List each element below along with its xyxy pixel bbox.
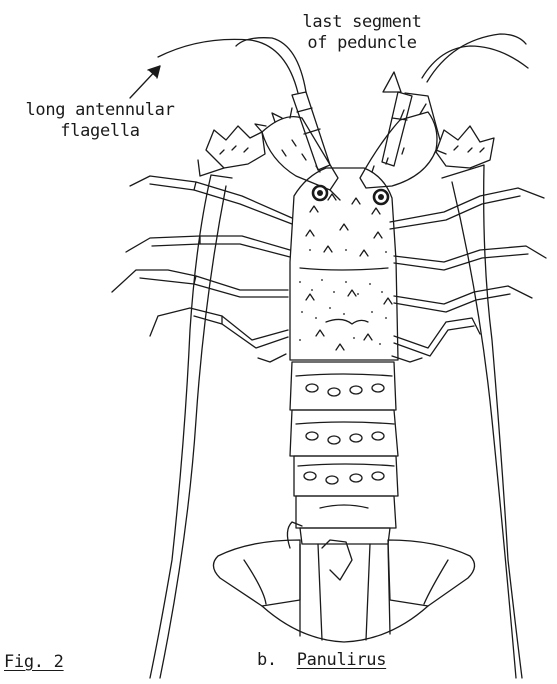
antennular-peduncle-right	[382, 72, 440, 166]
claw-right	[436, 126, 494, 168]
antenna-right	[442, 165, 522, 678]
caption-genus: Panulirus	[297, 650, 386, 670]
walking-legs-right	[390, 188, 546, 362]
antenna-left	[150, 175, 232, 678]
antennular-peduncle-left	[292, 92, 330, 170]
label-flagella-line2: flagella	[5, 121, 195, 142]
tail-fan	[213, 522, 474, 642]
walking-legs-left	[112, 176, 292, 362]
label-peduncle-line2: of peduncle	[272, 33, 452, 54]
caption-prefix: b.	[257, 650, 277, 670]
label-flagella-line1: long antennular	[5, 100, 195, 121]
eye-right	[374, 190, 388, 204]
label-last-segment-peduncle: last segment of peduncle	[272, 12, 452, 54]
abdomen	[290, 362, 398, 544]
figure-number: Fig. 2	[4, 652, 64, 673]
label-long-antennular-flagella: long antennular flagella	[5, 100, 195, 142]
claw-left	[198, 126, 265, 176]
eye-left	[313, 186, 327, 200]
antennal-base-left	[255, 108, 340, 200]
figure-caption: b. Panulirus	[257, 650, 386, 671]
label-peduncle-line1: last segment	[272, 12, 452, 33]
leader-arrow	[130, 66, 160, 98]
